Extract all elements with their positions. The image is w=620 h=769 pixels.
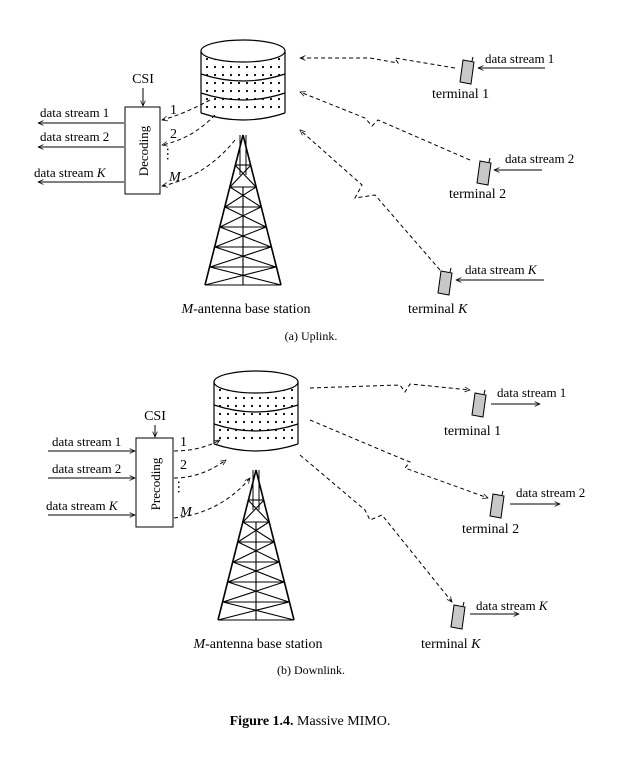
downlink-terminal-2: data stream 2 terminal 2 [462,485,585,537]
downlink-base-station [213,370,299,621]
downlink-terminal-1-stream: data stream 1 [497,385,566,400]
uplink-terminal-k-stream: data stream K [465,262,538,277]
downlink-index-m: M [179,505,193,520]
downlink-index-2: 2 [180,458,187,473]
uplink-station-label: M-antenna base station [180,302,310,317]
uplink-output-k: data stream K [34,165,107,180]
downlink-terminal-1: data stream 1 terminal 1 [444,385,566,439]
uplink-terminal-2-stream: data stream 2 [505,151,574,166]
downlink-block-label: Precoding [148,457,163,510]
downlink-panel: Precoding CSI data stream 1 data stream … [46,370,585,677]
downlink-terminal-k-stream: data stream K [476,598,549,613]
downlink-input-k: data stream K [46,498,119,513]
downlink-terminal-1-label: terminal 1 [444,424,501,439]
uplink-index-m: M [168,170,182,185]
uplink-block-label: Decoding [136,125,151,176]
uplink-index-2: 2 [170,127,177,142]
downlink-station-label: M-antenna base station [192,637,322,652]
uplink-terminal-1-label: terminal 1 [432,87,489,102]
uplink-base-station [200,39,286,286]
uplink-caption: (a) Uplink. [285,329,338,343]
uplink-output-1: data stream 1 [40,105,109,120]
uplink-terminal-1: data stream 1 terminal 1 [432,51,554,102]
uplink-csi-label: CSI [132,72,154,87]
uplink-terminal-k-label: terminal K [408,302,468,317]
uplink-terminal-1-stream: data stream 1 [485,51,554,66]
uplink-index-1: 1 [170,103,177,118]
downlink-index-dots: ⋯ [172,480,187,494]
downlink-csi-label: CSI [144,409,166,424]
downlink-terminal-2-stream: data stream 2 [516,485,585,500]
downlink-index-1: 1 [180,435,187,450]
downlink-input-1: data stream 1 [52,434,121,449]
downlink-caption: (b) Downlink. [277,663,345,677]
downlink-terminal-k-label: terminal K [421,637,481,652]
uplink-terminal-2-label: terminal 2 [449,187,506,202]
uplink-index-dots: ⋯ [161,147,176,161]
uplink-panel: Decoding CSI data stream 1 data stream 2… [34,39,574,343]
uplink-terminal-k: data stream K terminal K [408,262,544,317]
downlink-terminal-2-label: terminal 2 [462,522,519,537]
downlink-terminal-k: data stream K terminal K [421,598,549,652]
uplink-terminal-2: data stream 2 terminal 2 [449,151,574,202]
downlink-input-2: data stream 2 [52,461,121,476]
downlink-precoding-block [135,437,174,528]
uplink-decoding-block [124,106,161,195]
figure-caption: Figure 1.4. Massive MIMO. [230,714,391,729]
uplink-output-2: data stream 2 [40,129,109,144]
